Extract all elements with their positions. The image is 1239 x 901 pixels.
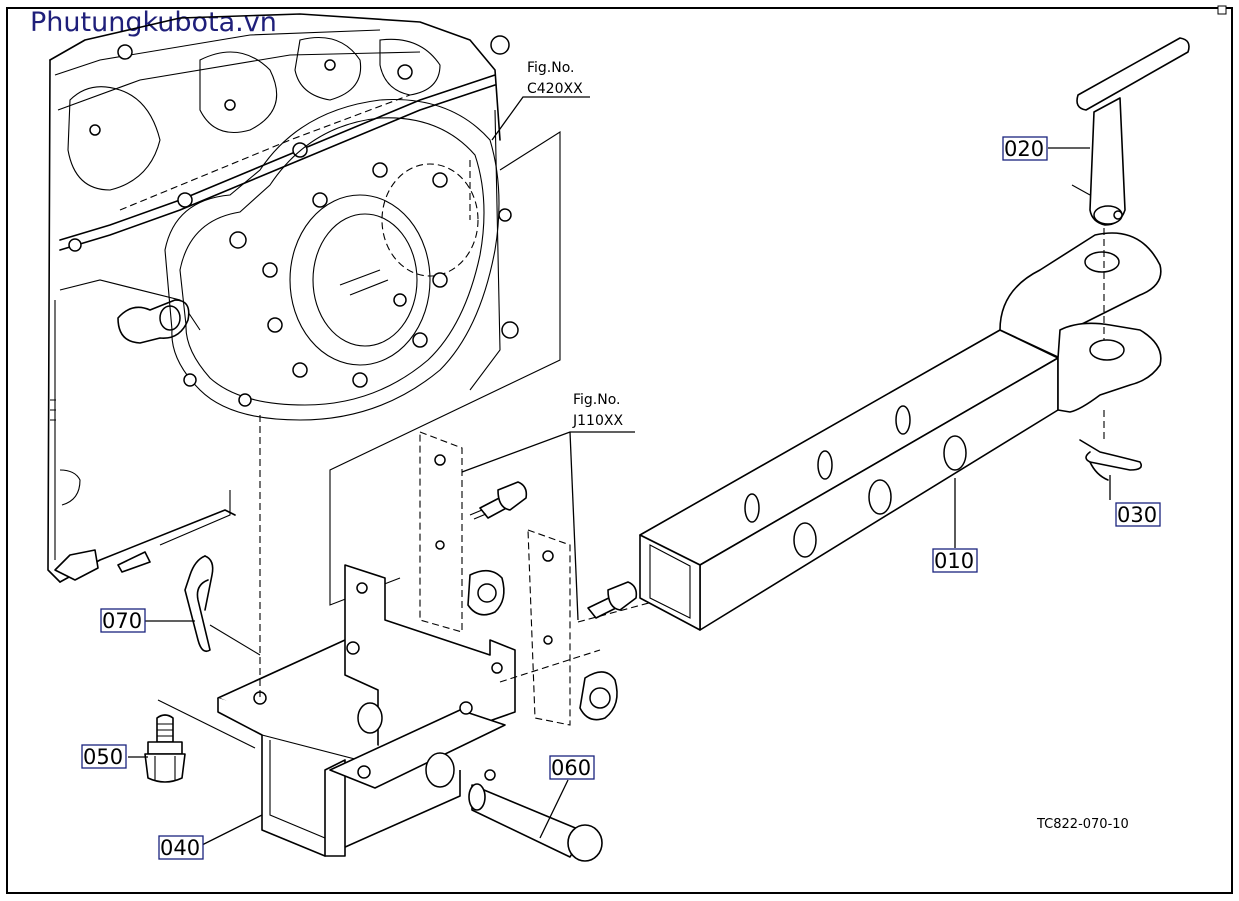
svg-text:030: 030 xyxy=(1117,503,1157,527)
part-callout-010[interactable]: 010 xyxy=(932,548,978,573)
bolt-050 xyxy=(144,714,186,783)
bolt-guide-line xyxy=(157,699,256,749)
r-clip-070 xyxy=(184,555,214,653)
bolt-upper xyxy=(469,481,528,520)
part-callout-050[interactable]: 050 xyxy=(81,744,127,769)
part-callout-020[interactable]: 020 xyxy=(1002,136,1048,161)
svg-text:020: 020 xyxy=(1004,137,1044,161)
diagram-frame xyxy=(6,7,1233,894)
leader-060 xyxy=(539,779,569,839)
corner-mark xyxy=(1217,5,1227,15)
clip-guide-line xyxy=(209,624,261,656)
ref-c420-bracket xyxy=(329,131,561,606)
svg-text:Fig.No.: Fig.No. xyxy=(527,60,575,76)
svg-text:Fig.No.: Fig.No. xyxy=(573,392,621,408)
part-callout-060[interactable]: 060 xyxy=(549,755,595,780)
part-callout-040[interactable]: 040 xyxy=(158,835,204,860)
ref-c420-label: Fig.No. C420XX xyxy=(527,60,583,97)
leader-040 xyxy=(201,814,263,846)
watermark: Phutungkubota.vn xyxy=(30,7,277,38)
engine-housing xyxy=(47,13,519,583)
diagram-code: TC822-070-10 xyxy=(1036,817,1129,832)
svg-text:060: 060 xyxy=(551,756,591,780)
side-plate-left xyxy=(419,431,505,633)
pin-060 xyxy=(468,769,603,862)
hitch-pin xyxy=(1071,37,1190,226)
bolt-centerline xyxy=(499,649,601,683)
drawbar xyxy=(639,232,1162,631)
ref-j110-leader xyxy=(461,431,635,473)
side-plate-right xyxy=(527,529,618,726)
svg-text:040: 040 xyxy=(160,836,200,860)
ref-c420-leader xyxy=(491,96,590,141)
svg-text:C420XX: C420XX xyxy=(527,81,583,97)
svg-text:070: 070 xyxy=(102,609,142,633)
ref-j110-label: Fig.No. J110XX xyxy=(572,392,623,429)
svg-text:010: 010 xyxy=(934,549,974,573)
ref-j110-leader-2 xyxy=(569,431,579,621)
svg-text:J110XX: J110XX xyxy=(572,413,623,429)
lynch-clip xyxy=(1079,410,1143,481)
part-callout-030[interactable]: 030 xyxy=(1115,502,1161,527)
drawbar-bracket xyxy=(217,564,516,857)
bolt-lower xyxy=(577,581,661,623)
part-callout-070[interactable]: 070 xyxy=(100,608,146,633)
svg-text:050: 050 xyxy=(83,745,123,769)
